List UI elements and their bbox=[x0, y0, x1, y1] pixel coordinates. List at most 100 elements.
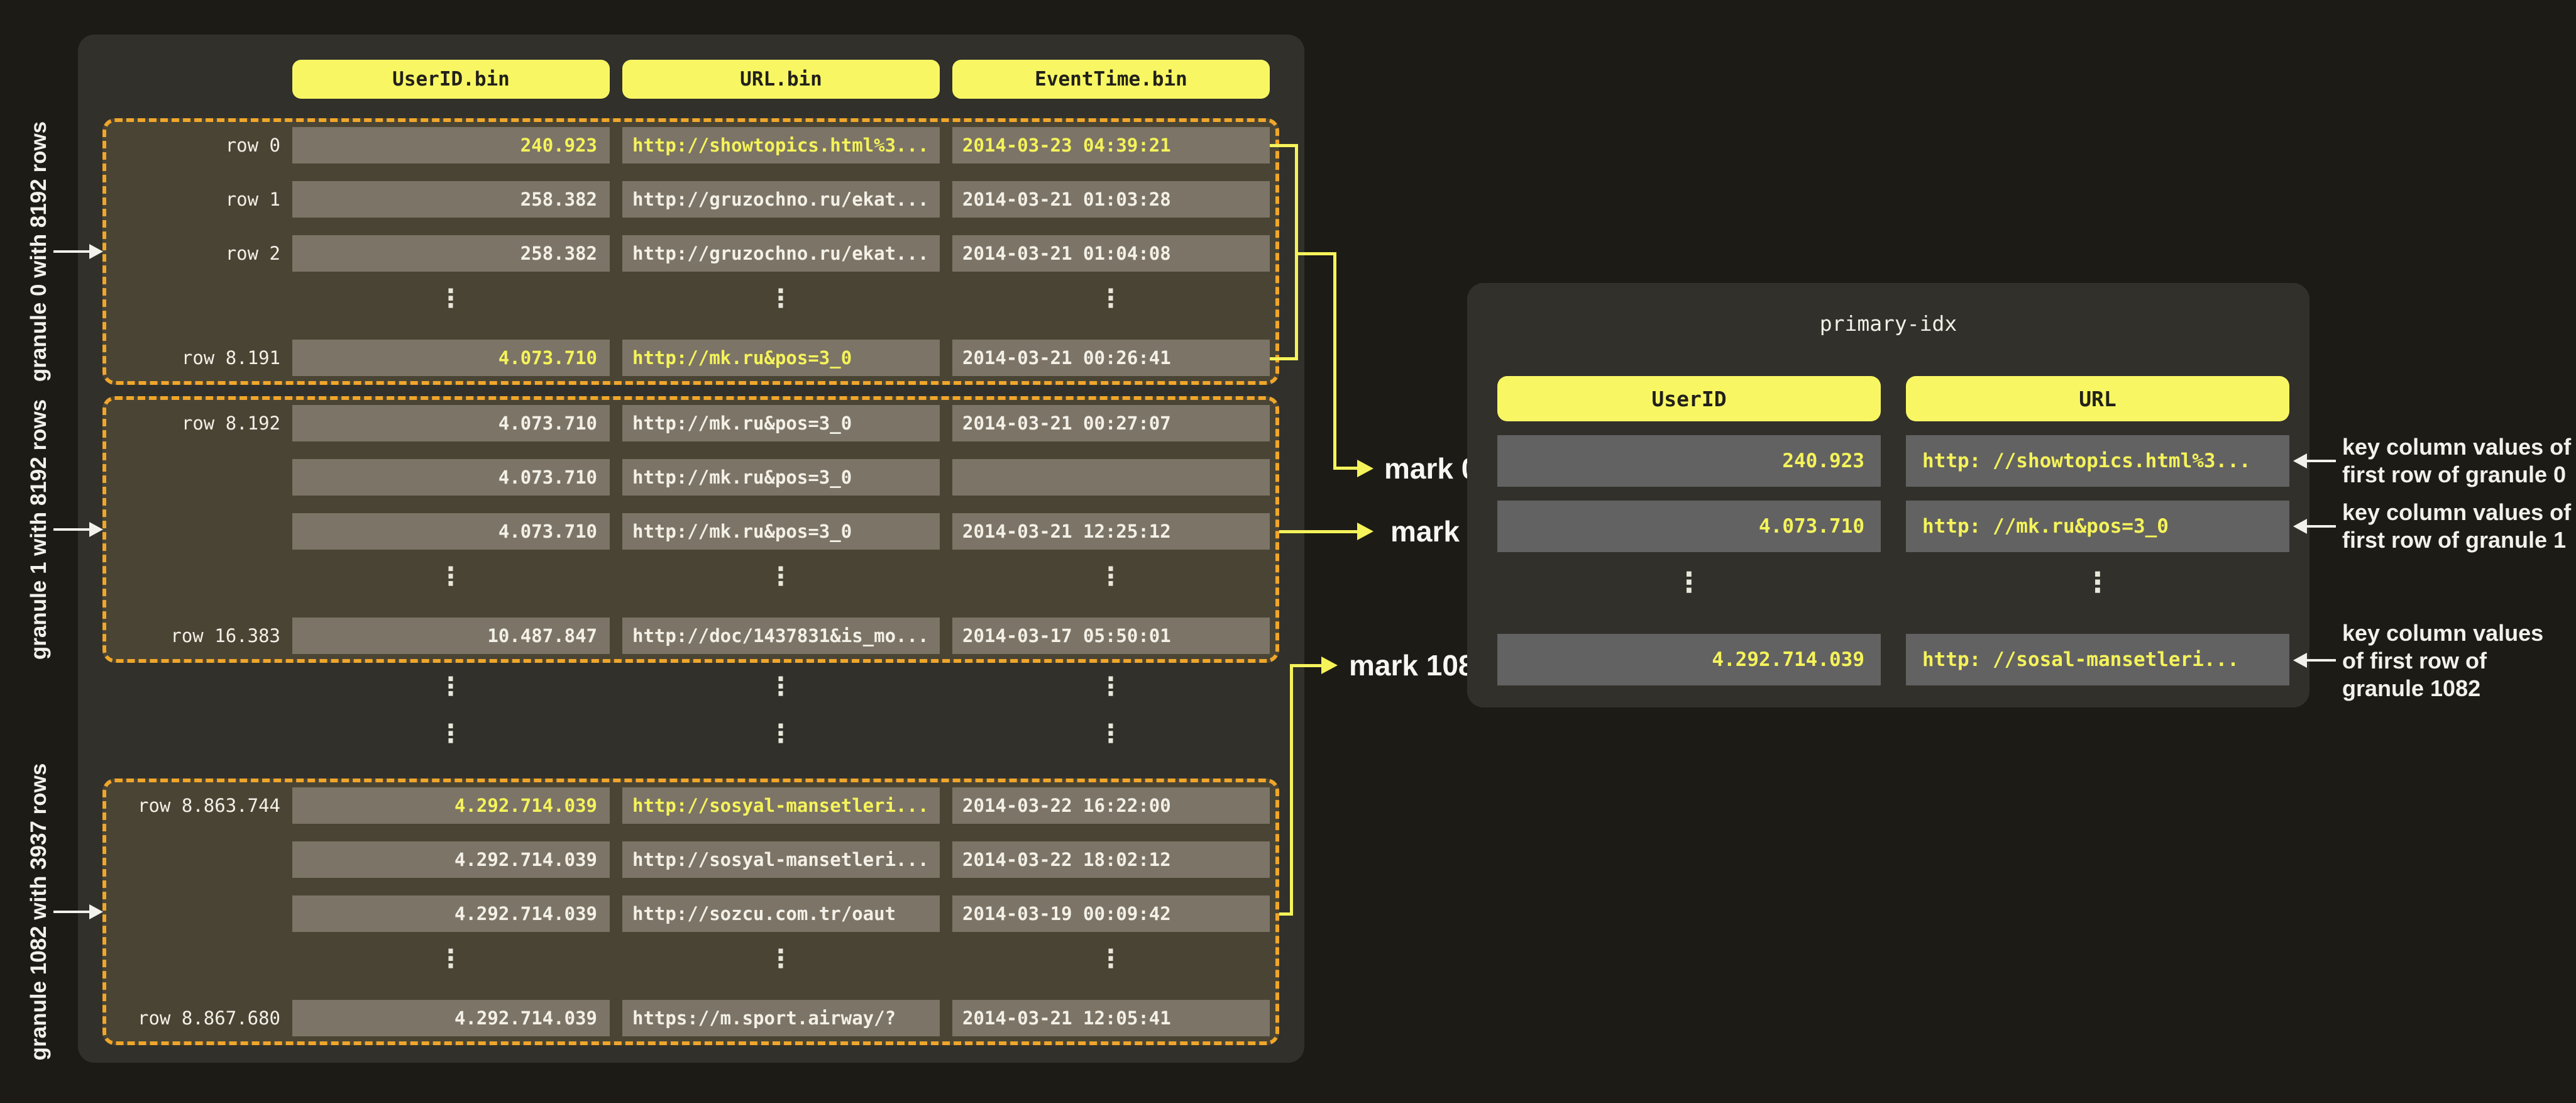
userid-cell: 258.382 bbox=[292, 235, 610, 272]
ellipsis: ⋮ bbox=[438, 672, 463, 701]
granule-1082-arrow-icon bbox=[89, 904, 103, 919]
annotation-line: key column values of bbox=[2342, 434, 2572, 460]
annotation-granule-1082: key column values of first row of granul… bbox=[2342, 619, 2543, 702]
ellipsis: ⋮ bbox=[438, 945, 463, 973]
primary-row-0-arrow-stem bbox=[2306, 460, 2336, 462]
row-label bbox=[88, 513, 280, 550]
primary-url-cell: http: //sosal-mansetleri... bbox=[1906, 634, 2289, 685]
primary-header-userid: UserID bbox=[1497, 376, 1881, 421]
mark0-arrowhead-icon bbox=[1357, 460, 1373, 477]
userid-cell: 4.073.710 bbox=[292, 513, 610, 550]
url-cell: http://sozcu.com.tr/oaut bbox=[622, 895, 940, 932]
primary-row-2-arrow-stem bbox=[2306, 659, 2336, 662]
mark0-connector-segment bbox=[1333, 467, 1358, 470]
primary-row-0-arrow-icon bbox=[2293, 453, 2307, 468]
mark1082-arrowhead-icon bbox=[1321, 657, 1338, 674]
annotation-line: first row of granule 0 bbox=[2342, 462, 2567, 487]
url-cell: http://doc/1437831&is_mo... bbox=[622, 618, 940, 654]
ellipsis: ⋮ bbox=[1098, 672, 1123, 701]
url-cell: http://gruzochno.ru/ekat... bbox=[622, 181, 940, 218]
mark1-arrowhead-icon bbox=[1357, 523, 1373, 540]
mark-1082-label: mark 1082 bbox=[1349, 649, 1491, 682]
eventtime-cell: 2014-03-21 12:05:41 bbox=[952, 1000, 1270, 1036]
mark1082-connector-segment bbox=[1279, 912, 1293, 916]
url-cell: http://gruzochno.ru/ekat... bbox=[622, 235, 940, 272]
userid-cell: 4.073.710 bbox=[292, 340, 610, 376]
url-cell: http://mk.ru&pos=3_0 bbox=[622, 513, 940, 550]
primary-row-1-arrow-icon bbox=[2293, 519, 2307, 534]
ellipsis: ⋮ bbox=[1098, 719, 1123, 748]
primary-index-title: primary-idx bbox=[1819, 311, 1957, 336]
primary-userid-cell: 4.292.714.039 bbox=[1497, 634, 1881, 685]
ellipsis: ⋮ bbox=[2084, 567, 2111, 599]
eventtime-cell: 2014-03-21 00:26:41 bbox=[952, 340, 1270, 376]
ellipsis: ⋮ bbox=[438, 562, 463, 591]
annotation-line: granule 1082 bbox=[2342, 675, 2481, 701]
eventtime-cell: 2014-03-21 01:03:28 bbox=[952, 181, 1270, 218]
row-label bbox=[88, 459, 280, 496]
granule-1082-arrow-stem bbox=[53, 911, 89, 913]
eventtime-cell: 2014-03-22 18:02:12 bbox=[952, 841, 1270, 878]
ellipsis: ⋮ bbox=[1098, 284, 1123, 313]
userid-cell: 258.382 bbox=[292, 181, 610, 218]
row-label: row 8.191 bbox=[181, 347, 280, 369]
url-cell: http://sosyal-mansetleri... bbox=[622, 787, 940, 824]
url-cell: http://mk.ru&pos=3_0 bbox=[622, 459, 940, 496]
mark0-connector-segment bbox=[1295, 252, 1336, 255]
ellipsis: ⋮ bbox=[768, 719, 793, 748]
userid-cell: 10.487.847 bbox=[292, 618, 610, 654]
userid-cell: 4.292.714.039 bbox=[292, 841, 610, 878]
mark0-connector-segment bbox=[1270, 144, 1297, 147]
eventtime-cell: 2014-03-21 12:25:12 bbox=[952, 513, 1270, 550]
ellipsis: ⋮ bbox=[768, 284, 793, 313]
row-label bbox=[88, 895, 280, 932]
ellipsis: ⋮ bbox=[438, 719, 463, 748]
primary-url-cell: http: //mk.ru&pos=3_0 bbox=[1906, 501, 2289, 552]
column-header-url-bin: URL.bin bbox=[622, 60, 940, 99]
eventtime-cell: 2014-03-22 16:22:00 bbox=[952, 787, 1270, 824]
granule-1-label: granule 1 with 8192 rows bbox=[26, 399, 51, 660]
mark0-connector-segment bbox=[1270, 357, 1297, 360]
annotation-line: key column values bbox=[2342, 620, 2544, 646]
annotation-line: first row of granule 1 bbox=[2342, 527, 2567, 553]
url-cell: https://m.sport.airway/? bbox=[622, 1000, 940, 1036]
row-label: row 1 bbox=[225, 189, 280, 210]
userid-cell: 4.292.714.039 bbox=[292, 787, 610, 824]
url-cell: http://sosyal-mansetleri... bbox=[622, 841, 940, 878]
row-label bbox=[88, 841, 280, 878]
ellipsis: ⋮ bbox=[768, 672, 793, 701]
row-label: row 0 bbox=[225, 135, 280, 156]
primary-row-2-arrow-icon bbox=[2293, 653, 2307, 668]
url-cell: http://showtopics.html%3... bbox=[622, 127, 940, 164]
eventtime-cell: 2014-03-23 04:39:21 bbox=[952, 127, 1270, 164]
annotation-line: key column values of bbox=[2342, 499, 2572, 525]
ellipsis: ⋮ bbox=[768, 562, 793, 591]
ellipsis: ⋮ bbox=[1675, 567, 1703, 599]
mark1082-connector-segment bbox=[1290, 664, 1323, 667]
ellipsis: ⋮ bbox=[1098, 945, 1123, 973]
userid-cell: 4.073.710 bbox=[292, 405, 610, 441]
eventtime-cell bbox=[952, 459, 1270, 496]
url-cell: http://mk.ru&pos=3_0 bbox=[622, 340, 940, 376]
ellipsis: ⋮ bbox=[768, 945, 793, 973]
row-label: row 8.867.680 bbox=[138, 1007, 280, 1029]
mark1082-connector-segment bbox=[1290, 664, 1293, 916]
row-label: row 16.383 bbox=[170, 625, 280, 646]
eventtime-cell: 2014-03-19 00:09:42 bbox=[952, 895, 1270, 932]
granule-1-arrow-stem bbox=[53, 528, 89, 531]
primary-userid-cell: 4.073.710 bbox=[1497, 501, 1881, 552]
row-label: row 8.192 bbox=[181, 413, 280, 434]
granule-0-arrow-icon bbox=[89, 244, 103, 259]
eventtime-cell: 2014-03-17 05:50:01 bbox=[952, 618, 1270, 654]
annotation-granule-1: key column values of first row of granul… bbox=[2342, 499, 2571, 554]
primary-header-url: URL bbox=[1906, 376, 2289, 421]
row-label: row 8.863.744 bbox=[138, 795, 280, 816]
annotation-granule-0: key column values of first row of granul… bbox=[2342, 433, 2571, 489]
mark0-connector-segment bbox=[1333, 252, 1336, 470]
eventtime-cell: 2014-03-21 00:27:07 bbox=[952, 405, 1270, 441]
ellipsis: ⋮ bbox=[438, 284, 463, 313]
userid-cell: 240.923 bbox=[292, 127, 610, 164]
granule-0-arrow-stem bbox=[53, 250, 89, 253]
granule-1-arrow-icon bbox=[89, 522, 103, 537]
